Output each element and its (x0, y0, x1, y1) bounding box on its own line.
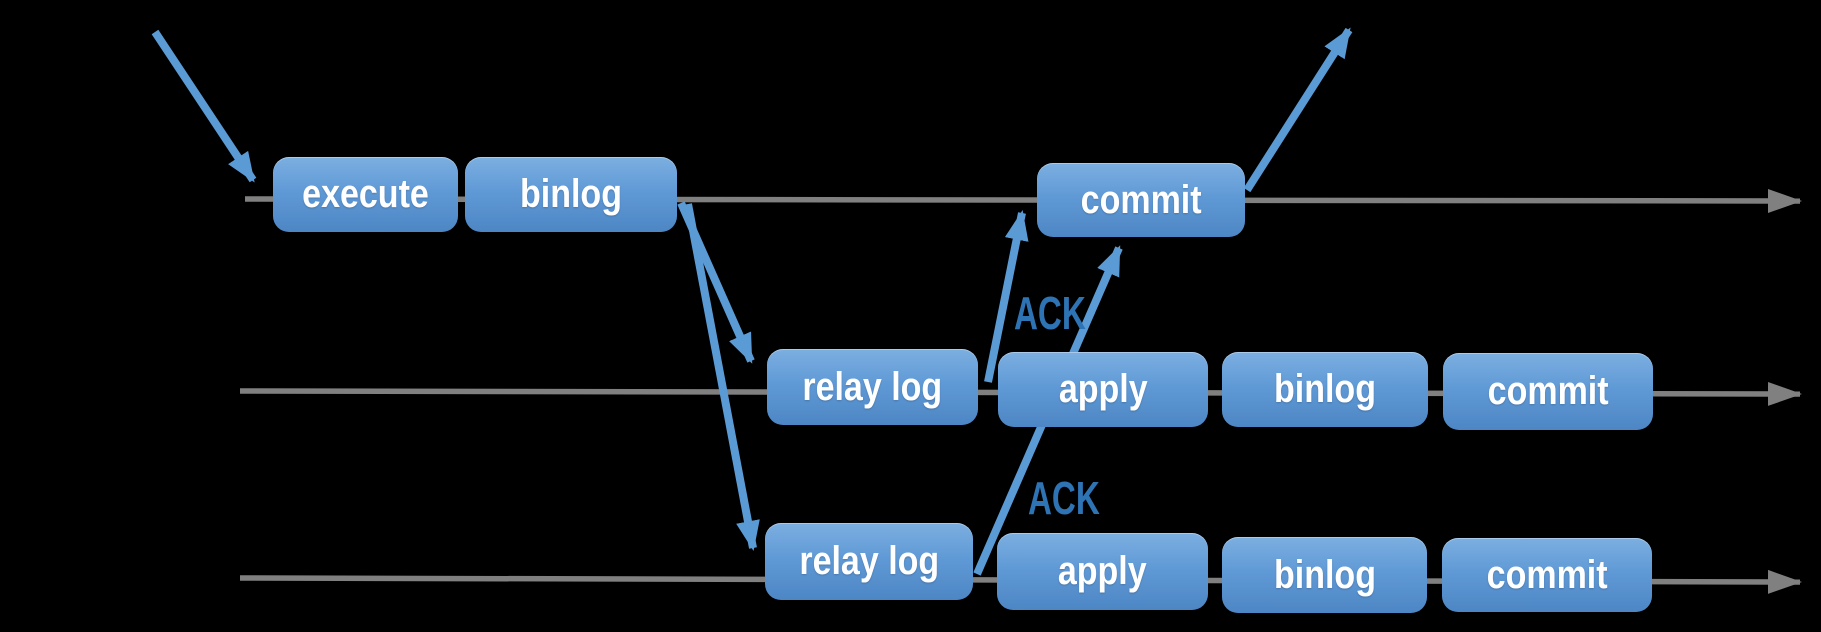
node-label: binlog (520, 172, 622, 216)
node-master-binlog: binlog (465, 157, 677, 232)
node-slave1-apply: apply (998, 352, 1208, 427)
node-master-execute: execute (273, 157, 458, 232)
node-label: relay log (802, 364, 943, 409)
commit-outgoing-arrow (1243, 27, 1353, 193)
node-slave1-binlog: binlog (1222, 352, 1428, 427)
node-label: commit (1080, 177, 1202, 222)
node-label: binlog (1273, 552, 1376, 597)
ack-arrow-slave-1-to-commit (984, 210, 1029, 383)
node-label: apply (1058, 367, 1148, 411)
node-slave1-commit: commit (1443, 353, 1653, 430)
node-label: commit (1486, 552, 1608, 597)
node-label: commit (1487, 369, 1609, 413)
ack-label-upper: ACK (1014, 287, 1086, 339)
node-label: relay log (799, 539, 939, 583)
binlog-to-relay-log-arrow-slave-2 (684, 203, 760, 551)
node-slave2-binlog: binlog (1222, 537, 1427, 613)
node-slave2-relay-log: relay log (765, 523, 973, 600)
node-slave2-commit: commit (1442, 538, 1652, 612)
node-slave2-apply: apply (997, 533, 1208, 610)
node-label: execute (302, 172, 429, 216)
node-master-commit: commit (1037, 163, 1245, 237)
incoming-transaction-arrow (151, 29, 257, 183)
node-label: binlog (1274, 367, 1376, 411)
ack-label-lower: ACK (1028, 472, 1100, 524)
node-label: apply (1058, 549, 1147, 593)
node-slave1-relay-log: relay log (767, 349, 978, 425)
